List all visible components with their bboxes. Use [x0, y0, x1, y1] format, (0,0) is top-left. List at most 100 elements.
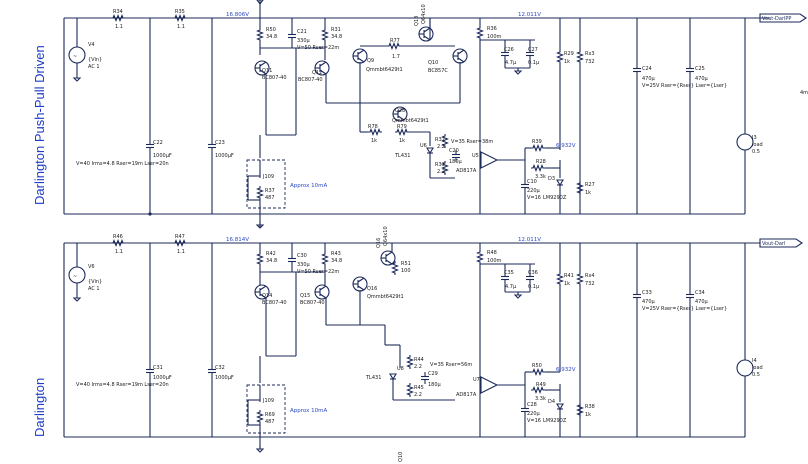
component-label: Q16 [376, 238, 382, 248]
component-label: 1.7 [392, 54, 400, 60]
component-label: AC 1 [88, 286, 100, 292]
component-label: BC857C [428, 68, 448, 74]
node-in-voltage-top: 16.806V [226, 12, 249, 18]
node-out-voltage-top: 12.011V [518, 12, 541, 18]
component-label: BC807-40 [262, 75, 287, 81]
component-label: 732 [585, 59, 595, 65]
component-label: Q9 [367, 58, 374, 64]
component-label: C21 [297, 29, 307, 35]
component-label: 1k [585, 190, 591, 196]
component-label: 0.5 [752, 372, 760, 378]
component-label: 100m [487, 258, 502, 264]
component-label: U8 [397, 366, 404, 372]
component-label: R42 [266, 251, 276, 257]
component-label: Approx 10mA [290, 183, 327, 189]
component-label: V=40 Irms=4.8 Rser=19m Lser=20n [76, 382, 169, 388]
component-label: R41 [564, 273, 574, 279]
component-label: 2.2 [437, 169, 445, 175]
component-label: R27 [585, 182, 595, 188]
component-label: V=35 Rser=38m [451, 139, 493, 145]
component-label: C29 [428, 371, 438, 377]
component-label: 0.5 [752, 149, 760, 155]
component-label: 220µ [527, 411, 541, 417]
component-label: AC 1 [88, 64, 100, 70]
component-label: V4 [88, 42, 95, 48]
component-label: C22 [153, 140, 163, 146]
component-label: 34.8 [266, 34, 277, 40]
title-darlington-push-pull: Darlington Push-Pull Driven [32, 45, 47, 205]
top-circuit: ~ V4 {Vin} AC 1 R34 1.1 R35 1.1 16.806V … [63, 0, 807, 229]
component-label: Q13 [414, 16, 420, 26]
component-label: C35 [504, 270, 514, 276]
component-label: 1000µF [215, 375, 234, 381]
component-label: TL431 [394, 153, 410, 159]
component-label: Q64x10 [421, 4, 427, 24]
component-label: R69 [265, 412, 275, 418]
svg-text:~: ~ [73, 54, 77, 60]
component-label: Qmmbt6429t1 [366, 67, 403, 73]
node-out-voltage-bottom: 12.011V [518, 237, 541, 243]
current-source-box-bottom [246, 384, 286, 434]
component-label: Q64x10 [383, 226, 389, 246]
component-label: C27 [528, 47, 538, 53]
component-label: R49 [536, 382, 546, 388]
component-label: C23 [215, 140, 225, 146]
component-label: AD817A [456, 392, 477, 398]
component-label: R78 [368, 124, 378, 130]
component-label: LM9290Z [543, 195, 567, 201]
bottom-circuit: ~ V6 {Vin} AC 1 R46 1.1 R47 1.1 16.814V … [63, 226, 803, 453]
i3-load-symbol [736, 133, 754, 151]
component-label: V=35 Rser=56m [430, 362, 472, 368]
component-label: R50 [266, 27, 276, 33]
component-label: 1.1 [115, 249, 123, 255]
component-label: I4 [752, 358, 757, 364]
component-label: {Vin} [88, 57, 102, 63]
component-label: 1.1 [177, 249, 185, 255]
component-label: C34 [695, 290, 705, 296]
component-label: 470µ [695, 76, 709, 82]
component-label: V6 [88, 264, 95, 270]
component-label: 1.1 [177, 24, 185, 30]
component-label: 220µ [527, 188, 541, 194]
component-label: C10 [527, 179, 537, 185]
svg-text:~: ~ [73, 274, 77, 280]
component-label: C20 [449, 148, 459, 154]
component-label: 4.7µ [505, 60, 517, 66]
component-label: R32 [435, 137, 445, 143]
component-label: D4 [548, 399, 555, 405]
component-label: 3.3k [535, 174, 546, 180]
component-label: 180µ [449, 159, 463, 165]
component-label: 732 [585, 281, 595, 287]
component-label: C28 [527, 402, 537, 408]
component-label: R48 [487, 250, 497, 256]
component-label: U6 [420, 143, 427, 149]
component-label: V=16 [527, 418, 541, 424]
component-label: C30 [297, 253, 307, 259]
component-label: 2.2 [437, 144, 445, 150]
component-label: Q12 [312, 70, 322, 76]
component-label: R47 [175, 234, 185, 240]
component-label: 470µ [642, 299, 656, 305]
component-label: R46 [113, 234, 123, 240]
component-label: Rx3 [585, 51, 595, 57]
component-label: Q14 [262, 293, 272, 299]
component-label: R29 [564, 51, 574, 57]
component-label: Q11 [262, 68, 272, 74]
component-label: load [752, 365, 763, 371]
component-label: Q16 [367, 286, 377, 292]
component-label: C25 [695, 66, 705, 72]
component-label: 2.2 [414, 364, 422, 370]
component-label: J109 [262, 398, 274, 404]
component-label: I3 [752, 135, 757, 141]
title-darlington: Darlington [32, 378, 47, 437]
component-label: 0.1µ [528, 284, 540, 290]
component-label: 470µ [695, 299, 709, 305]
component-label: BC807-40 [298, 77, 323, 83]
component-label: 1000µF [153, 153, 172, 159]
component-label: 3.3k [535, 396, 546, 402]
component-label: Qmmbt6429t1 [392, 118, 429, 124]
component-label: 1k [564, 59, 570, 65]
component-label: Q15 [300, 293, 310, 299]
component-label: C24 [642, 66, 652, 72]
i4-load-symbol [736, 359, 754, 377]
